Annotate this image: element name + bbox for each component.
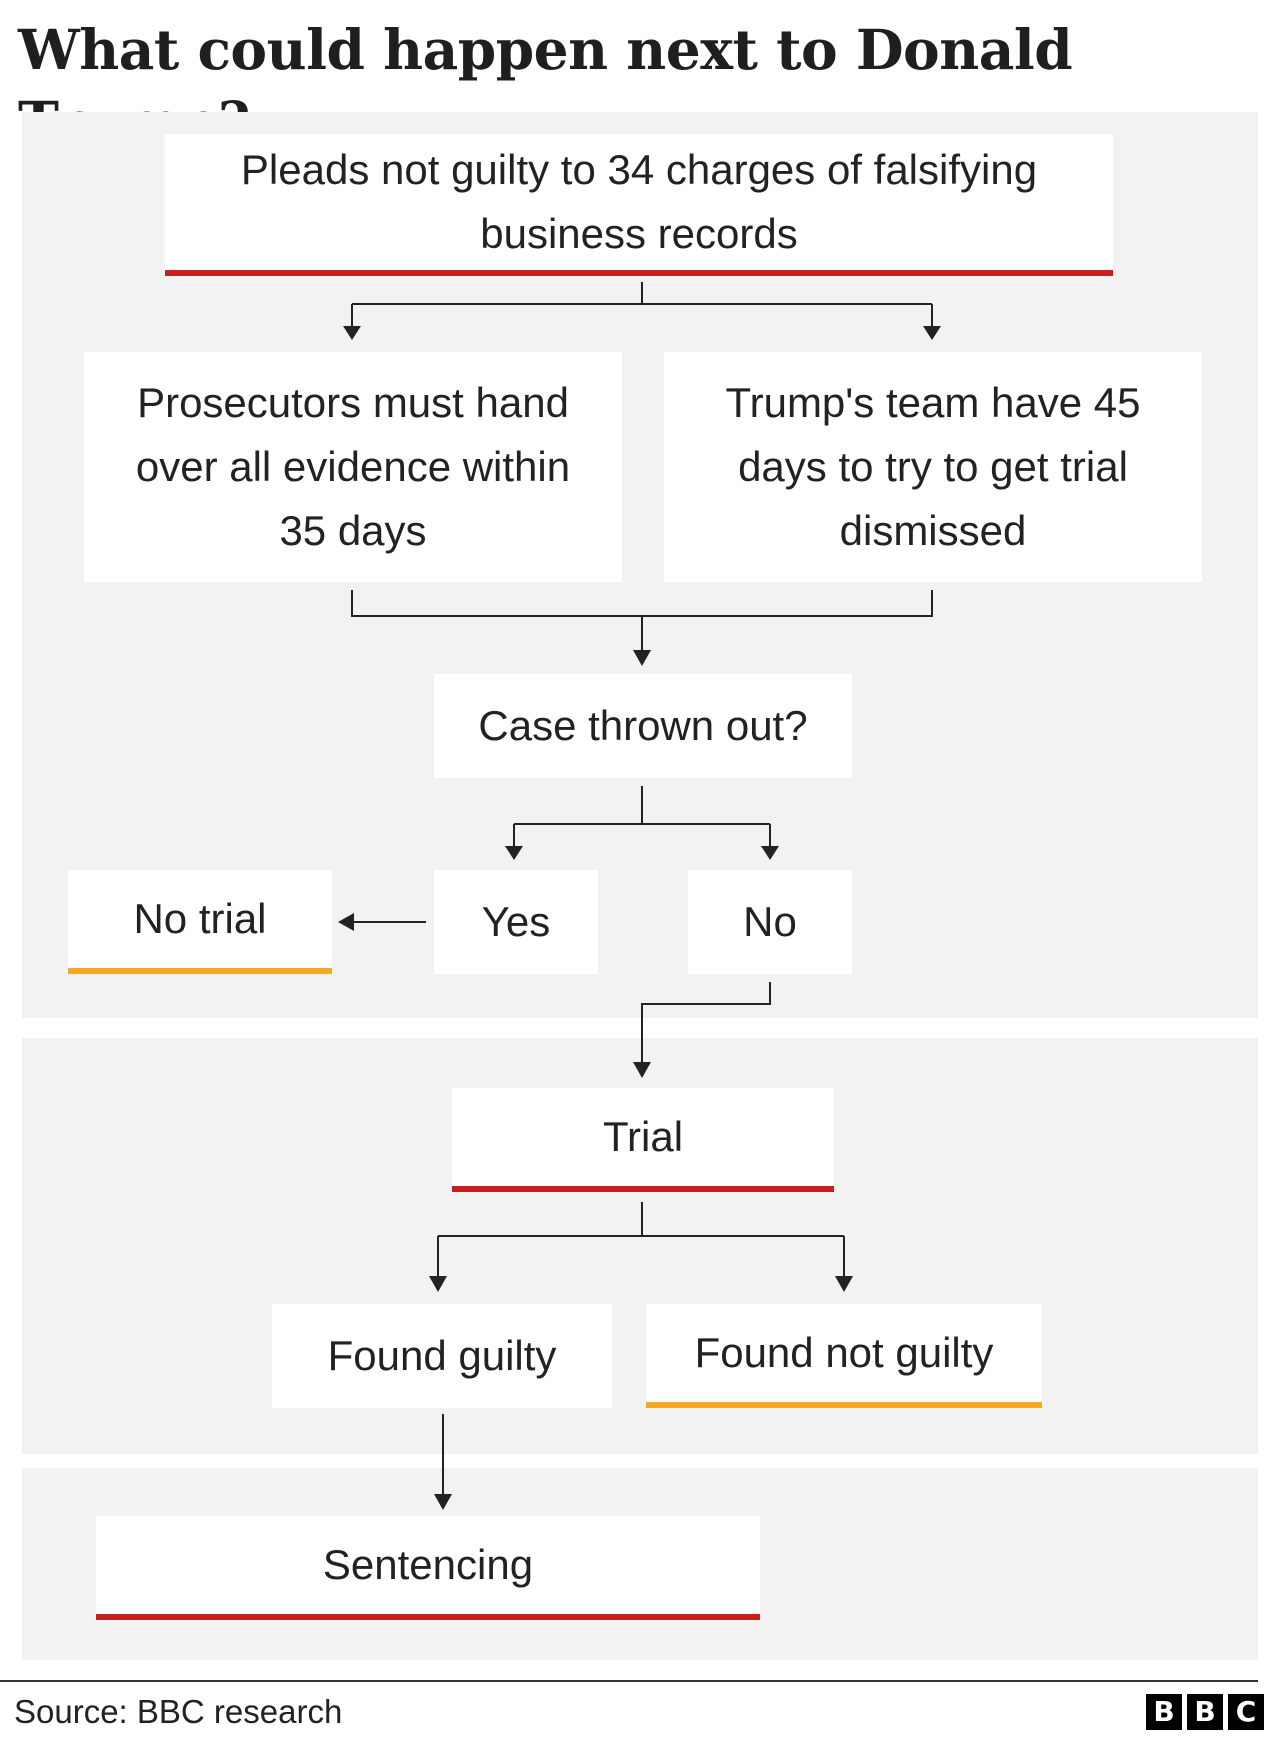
bbc-logo: B B C [1146,1694,1264,1730]
logo-letter: B [1187,1694,1223,1730]
node-trial: Trial [452,1088,834,1192]
node-pleads-not-guilty: Pleads not guilty to 34 charges of falsi… [165,134,1113,276]
source-note: Source: BBC research [14,1693,343,1730]
node-found-not-guilty: Found not guilty [646,1304,1042,1408]
node-no: No [688,870,852,974]
node-trump-team-dismissal: Trump's team have 45 days to try to get … [664,352,1202,582]
node-found-guilty: Found guilty [272,1304,612,1408]
logo-letter: C [1228,1694,1264,1730]
node-case-thrown-out: Case thrown out? [434,674,852,778]
node-yes: Yes [434,870,598,974]
footer-divider [0,1680,1258,1682]
node-sentencing: Sentencing [96,1516,760,1620]
node-no-trial: No trial [68,870,332,974]
logo-letter: B [1146,1694,1182,1730]
node-prosecutors-evidence: Prosecutors must hand over all evidence … [84,352,622,582]
